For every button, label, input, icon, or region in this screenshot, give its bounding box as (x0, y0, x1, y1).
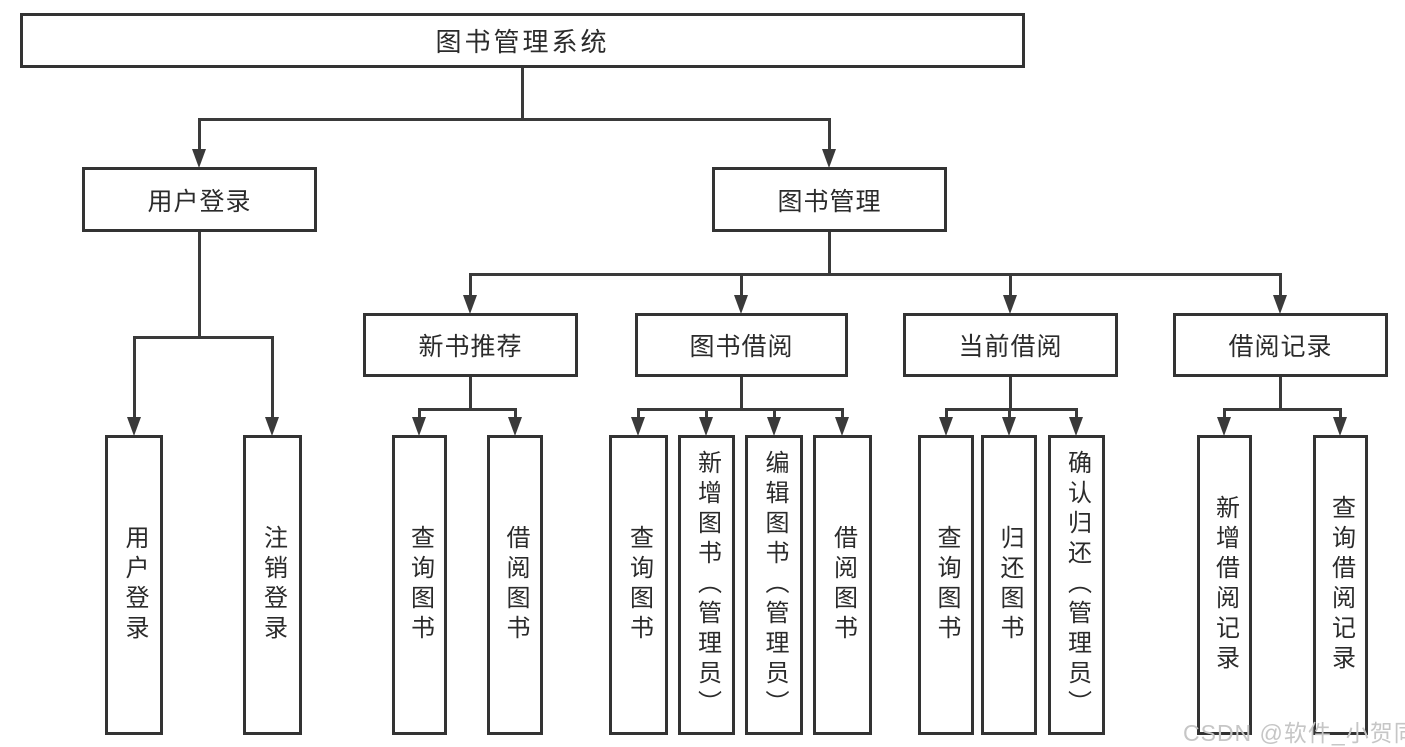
node-leaf-br-query-record: 查询借阅记录 (1313, 435, 1368, 735)
connector-line (1279, 377, 1282, 411)
arrowhead-icon (766, 417, 781, 436)
arrowhead-icon (699, 417, 713, 436)
connector-line (740, 273, 743, 299)
connector-line (841, 408, 844, 421)
node-leaf-cb-confirm-return: 确认归还（管理员） (1048, 435, 1105, 735)
connector-line (772, 408, 776, 421)
watermark: CSDN @软件_小贺同学 (1183, 714, 1405, 747)
connector-line (469, 377, 472, 411)
node-leaf-user-login: 用户登录 (105, 435, 163, 735)
connector-line (828, 232, 831, 276)
node-leaf-nb-borrow-book: 借阅图书 (487, 435, 543, 735)
watermark-text: CSDN @软件_小贺同 (1183, 720, 1405, 746)
connector-line (1223, 408, 1226, 421)
node-new-book-recommend: 新书推荐 (363, 313, 578, 377)
arrowhead-icon (1217, 417, 1231, 436)
connector-line (469, 273, 1282, 276)
arrowhead-icon (1333, 417, 1347, 436)
arrowhead-icon (1001, 417, 1016, 436)
arrowhead-icon (1003, 295, 1017, 314)
arrowhead-icon (1273, 295, 1287, 314)
arrowhead-icon (822, 149, 836, 168)
node-current-borrowing: 当前借阅 (903, 313, 1118, 377)
node-user-login: 用户登录 (82, 167, 317, 232)
arrowhead-icon (412, 417, 426, 436)
connector-line (944, 408, 1078, 411)
node-leaf-bb-borrow-book: 借阅图书 (813, 435, 872, 735)
connector-line (198, 232, 201, 339)
connector-line (1009, 273, 1012, 299)
node-root: 图书管理系统 (20, 13, 1025, 68)
arrowhead-icon (835, 417, 849, 436)
connector-line (418, 408, 421, 421)
node-borrowing-records: 借阅记录 (1173, 313, 1388, 377)
connector-line (1339, 408, 1342, 421)
connector-line (828, 118, 831, 153)
arrowhead-icon (1069, 417, 1083, 436)
connector-line (944, 408, 948, 421)
node-leaf-nb-query-book: 查询图书 (392, 435, 447, 735)
node-book-borrowing: 图书借阅 (635, 313, 848, 377)
connector-line (132, 336, 274, 339)
node-leaf-cb-query-book: 查询图书 (918, 435, 974, 735)
connector-line (198, 118, 201, 153)
connector-line (469, 273, 472, 299)
node-leaf-cb-return-book: 归还图书 (981, 435, 1037, 735)
arrowhead-icon (734, 295, 748, 314)
arrowhead-icon (265, 417, 279, 436)
node-leaf-bb-add-book: 新增图书（管理员） (678, 435, 735, 735)
connector-line (637, 408, 640, 421)
connector-line (637, 408, 844, 411)
connector-line (1223, 408, 1342, 411)
connector-line (418, 408, 517, 411)
arrowhead-icon (126, 417, 141, 436)
node-leaf-bb-query-book: 查询图书 (609, 435, 668, 735)
connector-line (132, 336, 136, 421)
arrowhead-icon (192, 149, 206, 168)
connector-line (1009, 377, 1012, 411)
arrowhead-icon (938, 417, 953, 436)
arrowhead-icon (631, 417, 645, 436)
node-leaf-bb-edit-book: 编辑图书（管理员） (745, 435, 803, 735)
connector-line (740, 377, 743, 411)
connector-line (271, 336, 274, 421)
node-leaf-br-add-record: 新增借阅记录 (1197, 435, 1252, 735)
arrowhead-icon (463, 295, 477, 314)
connector-line (198, 118, 831, 121)
connector-line (705, 408, 708, 421)
connector-line (1007, 408, 1011, 421)
node-book-management: 图书管理 (712, 167, 947, 232)
connector-line (521, 68, 524, 121)
connector-line (1279, 273, 1282, 299)
arrowhead-icon (507, 417, 522, 436)
connector-line (513, 408, 517, 421)
node-leaf-logout: 注销登录 (243, 435, 302, 735)
connector-line (1075, 408, 1078, 421)
